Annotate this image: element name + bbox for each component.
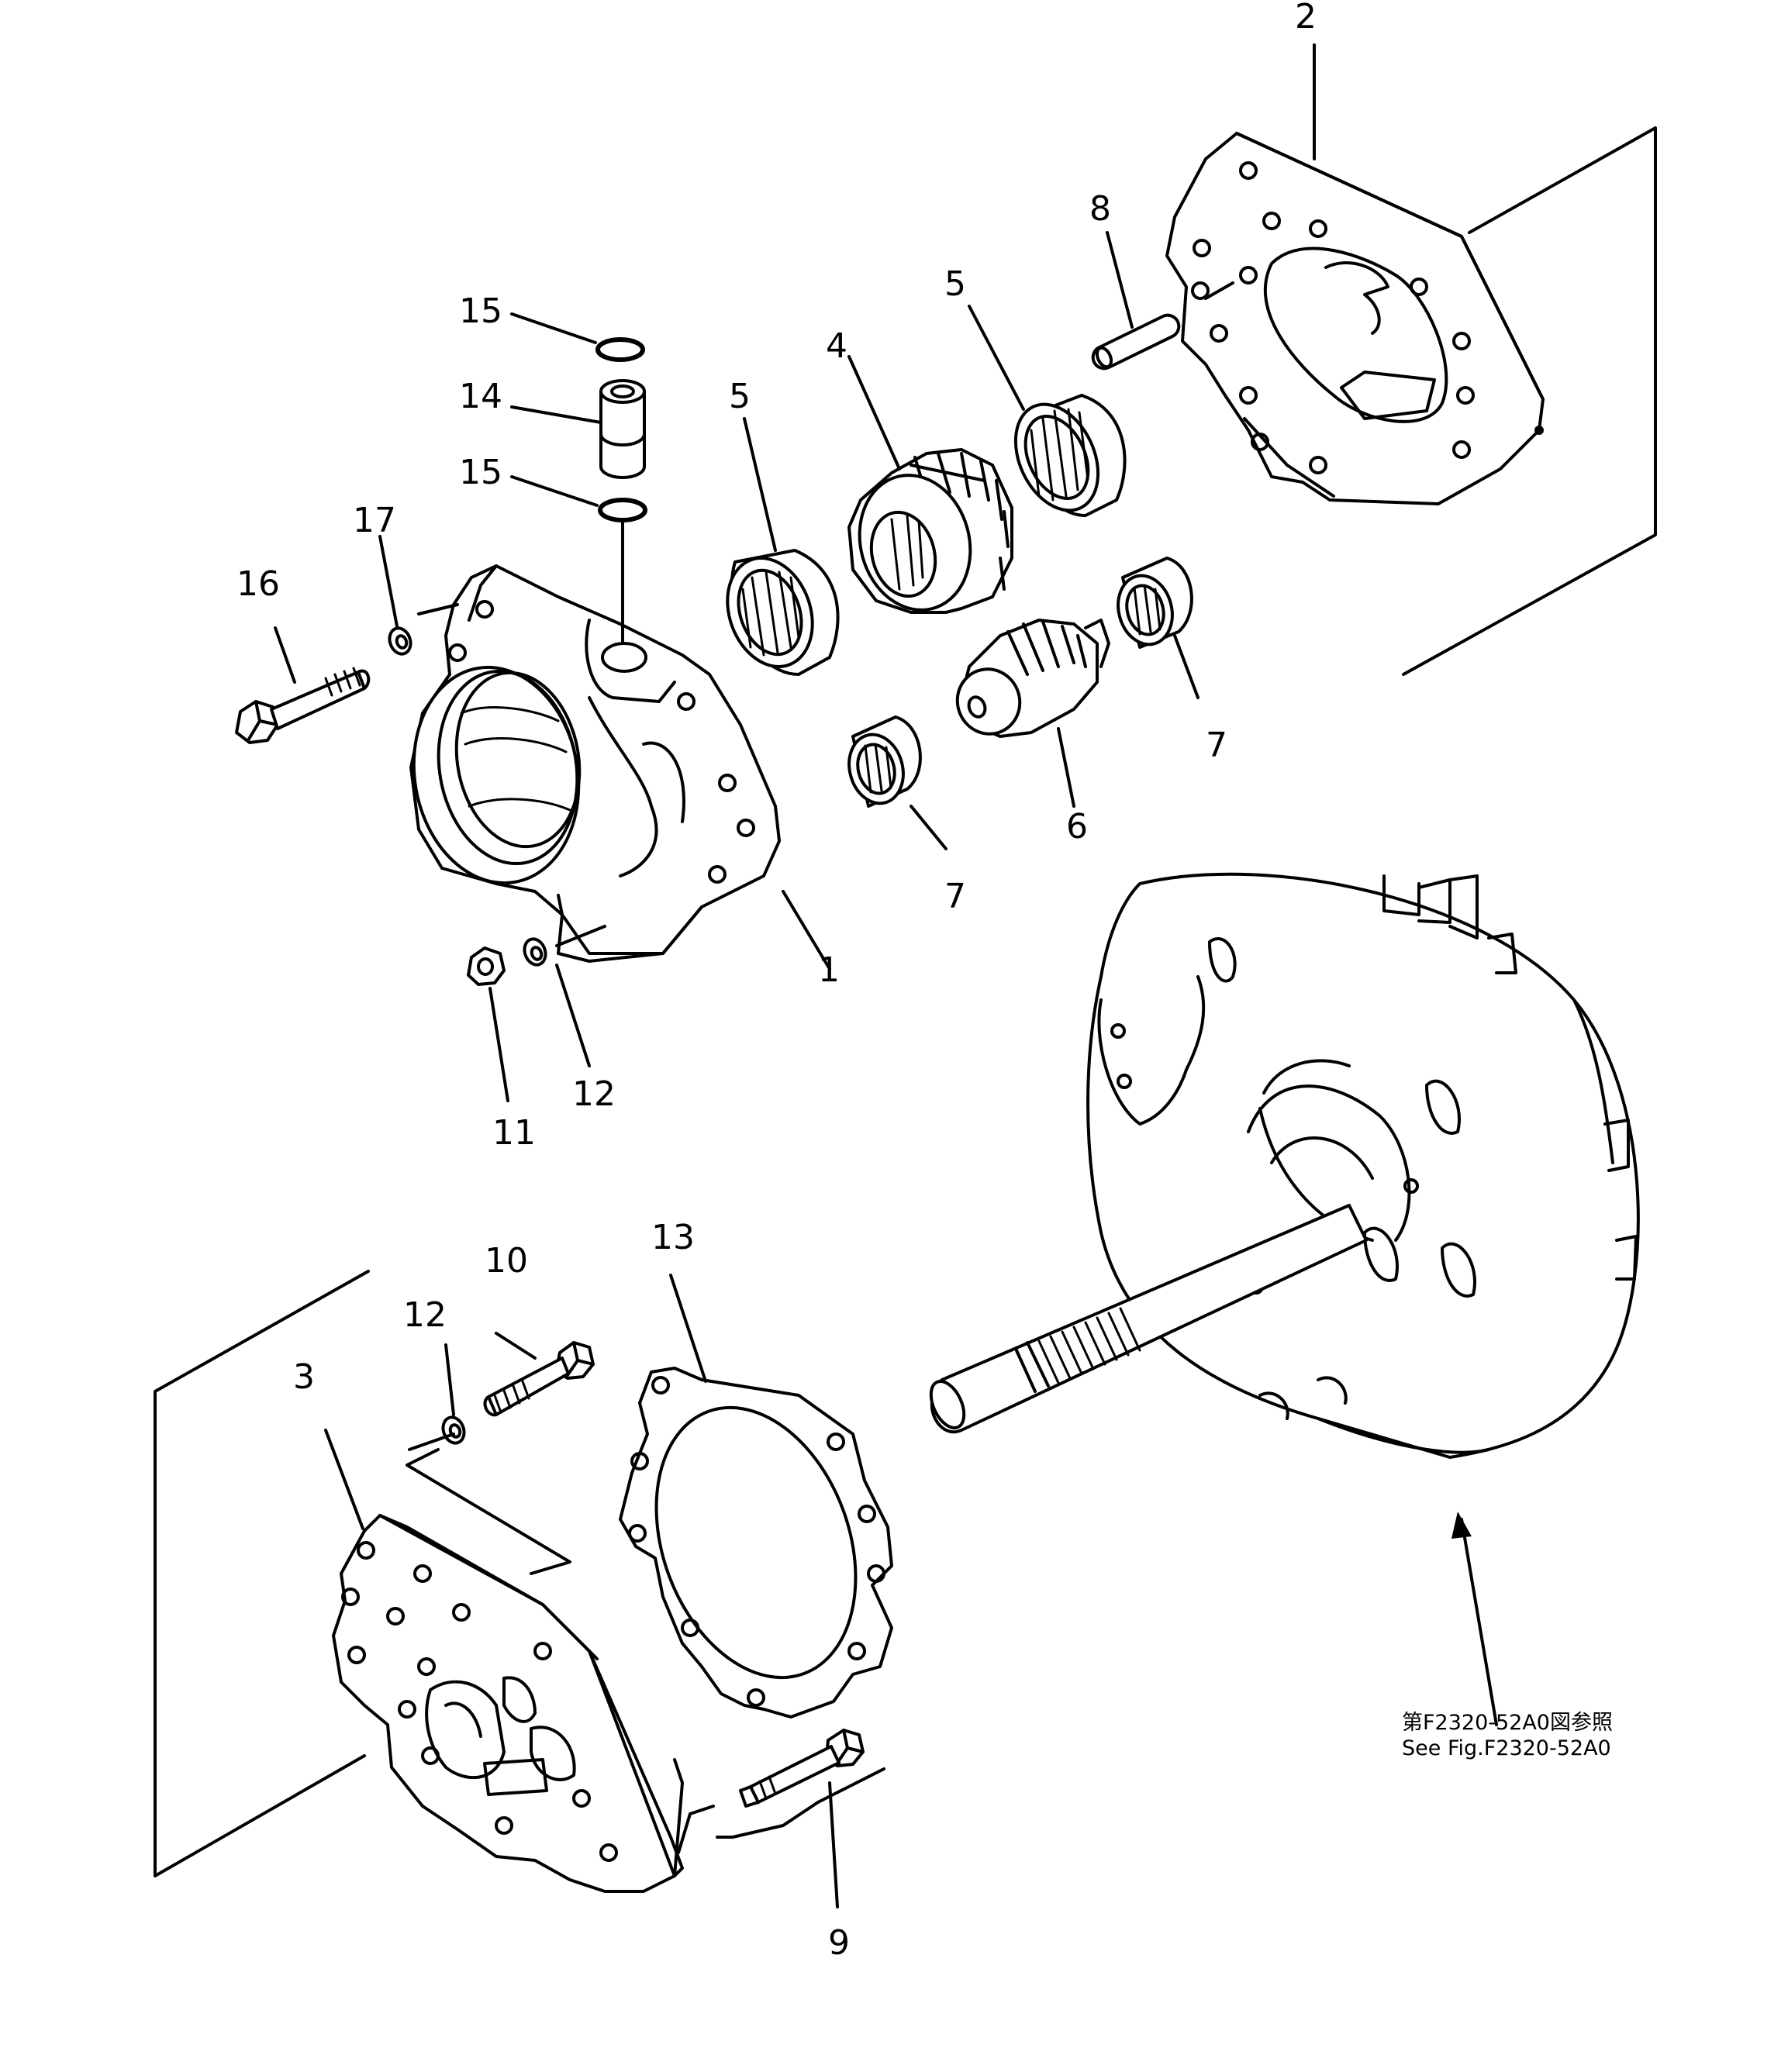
dowel-pin — [1091, 313, 1181, 371]
rear-cover-plate — [1165, 126, 1657, 676]
nut-11 — [467, 946, 506, 986]
input-shaft — [929, 1204, 1368, 1434]
spring-washer-12-lower — [441, 1415, 466, 1445]
figure-reference-en: See Fig.F2320-52A0 — [1402, 1736, 1611, 1760]
front-cover-plate — [154, 1270, 684, 1893]
bolt-9 — [739, 1729, 865, 1808]
part-number-13: 13 — [651, 1218, 695, 1257]
part-number-5-left: 5 — [729, 377, 751, 416]
part-number-6: 6 — [1066, 807, 1088, 846]
part-number-15-bottom: 15 — [459, 453, 502, 492]
part-number-1: 1 — [818, 950, 840, 990]
pump-drive-gear — [847, 448, 1013, 614]
figure-reference-jp: 第F2320-52A0図参照 — [1402, 1711, 1613, 1735]
part-number-7-left: 7 — [944, 877, 966, 916]
part-number-12-lower: 12 — [403, 1295, 447, 1335]
pump-body — [409, 564, 781, 963]
part-number-10: 10 — [485, 1241, 528, 1281]
part-number-11: 11 — [492, 1113, 536, 1153]
leader-lines — [274, 43, 1498, 1908]
part-number-3: 3 — [293, 1357, 315, 1397]
part-number-4: 4 — [826, 326, 847, 366]
part-number-8: 8 — [1089, 189, 1111, 229]
o-ring-15-top — [595, 337, 645, 362]
gasket-13 — [619, 1367, 893, 1719]
part-number-17: 17 — [353, 501, 396, 540]
part-number-15-top: 15 — [459, 291, 502, 331]
spring-washer-17 — [388, 626, 412, 656]
spring-washer-12-upper — [523, 937, 547, 967]
needle-bearing-5-right — [1013, 394, 1127, 517]
o-ring-15-bottom — [598, 498, 647, 522]
part-number-12-upper: 12 — [572, 1074, 616, 1114]
part-number-9: 9 — [828, 1923, 850, 1963]
part-number-16: 16 — [236, 564, 280, 604]
part-number-14: 14 — [459, 377, 502, 416]
sleeve-14 — [599, 379, 646, 479]
idler-gear — [955, 619, 1110, 738]
bolt-10 — [483, 1341, 595, 1417]
small-bearing-7-left — [847, 715, 922, 808]
small-bearing-7-right — [1117, 557, 1193, 649]
needle-bearing-5-left — [726, 549, 840, 676]
torque-converter-assembly — [1086, 872, 1640, 1459]
figure-reference-note: 第F2320-52A0図参照 See Fig.F2320-52A0 — [1402, 1711, 1613, 1762]
part-number-2: 2 — [1295, 0, 1317, 36]
bolt-16 — [235, 667, 371, 744]
part-number-5-right: 5 — [944, 264, 966, 304]
part-number-7-right: 7 — [1206, 726, 1227, 765]
